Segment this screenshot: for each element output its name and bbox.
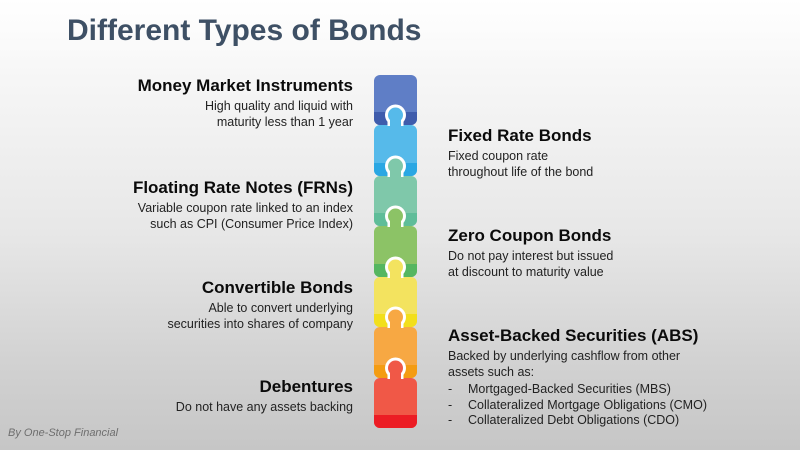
list-item: - Mortgaged-Backed Securities (MBS) — [448, 382, 778, 398]
list-item-zero-coupon-bonds: Zero Coupon Bonds Do not pay interest bu… — [448, 226, 778, 280]
list-item-asset-backed-securities: Asset-Backed Securities (ABS) Backed by … — [448, 326, 778, 429]
list-item: - Collateralized Mortgage Obligations (C… — [448, 398, 778, 414]
bullet-text: Collateralized Mortgage Obligations (CMO… — [468, 397, 707, 412]
bullet-dash: - — [448, 382, 453, 396]
item-heading: Asset-Backed Securities (ABS) — [448, 326, 699, 345]
item-description: Backed by underlying cashflow from other… — [448, 349, 681, 379]
item-heading: Debentures — [259, 377, 353, 396]
item-heading: Money Market Instruments — [137, 76, 353, 95]
list-item: - Collateralized Debt Obligations (CDO) — [448, 413, 778, 429]
item-description: Variable coupon rate linked to an index … — [137, 201, 353, 231]
item-description: High quality and liquid with maturity le… — [204, 99, 353, 129]
item-heading: Fixed Rate Bonds — [448, 126, 592, 145]
item-description: Do not pay interest but issued at discou… — [448, 249, 614, 279]
list-item-floating-rate-notes: Floating Rate Notes (FRNs) Variable coup… — [0, 178, 353, 232]
list-item-fixed-rate-bonds: Fixed Rate Bonds Fixed coupon rate throu… — [448, 126, 778, 180]
item-heading: Floating Rate Notes (FRNs) — [132, 178, 353, 197]
puzzle-column — [374, 75, 417, 428]
item-heading: Zero Coupon Bonds — [448, 226, 612, 245]
item-heading: Convertible Bonds — [201, 278, 353, 297]
abs-bullet-list: - Mortgaged-Backed Securities (MBS) - Co… — [448, 382, 778, 429]
attribution-text: By One-Stop Financial — [8, 427, 119, 439]
puzzle-piece-red — [374, 357, 417, 428]
list-item-money-market: Money Market Instruments High quality an… — [0, 76, 353, 130]
bullet-dash: - — [448, 397, 453, 412]
bullet-text: Collateralized Debt Obligations (CDO) — [468, 413, 680, 427]
list-item-convertible-bonds: Convertible Bonds Able to convert underl… — [0, 278, 353, 332]
item-description: Able to convert underlying securities in… — [167, 301, 353, 331]
bullet-dash: - — [448, 413, 453, 427]
bullet-text: Mortgaged-Backed Securities (MBS) — [468, 382, 671, 396]
list-item-debentures: Debentures Do not have any assets backin… — [0, 377, 353, 416]
page-title: Different Types of Bonds — [67, 14, 422, 47]
item-description: Do not have any assets backing — [175, 400, 353, 414]
item-description: Fixed coupon rate throughout life of the… — [448, 149, 594, 179]
